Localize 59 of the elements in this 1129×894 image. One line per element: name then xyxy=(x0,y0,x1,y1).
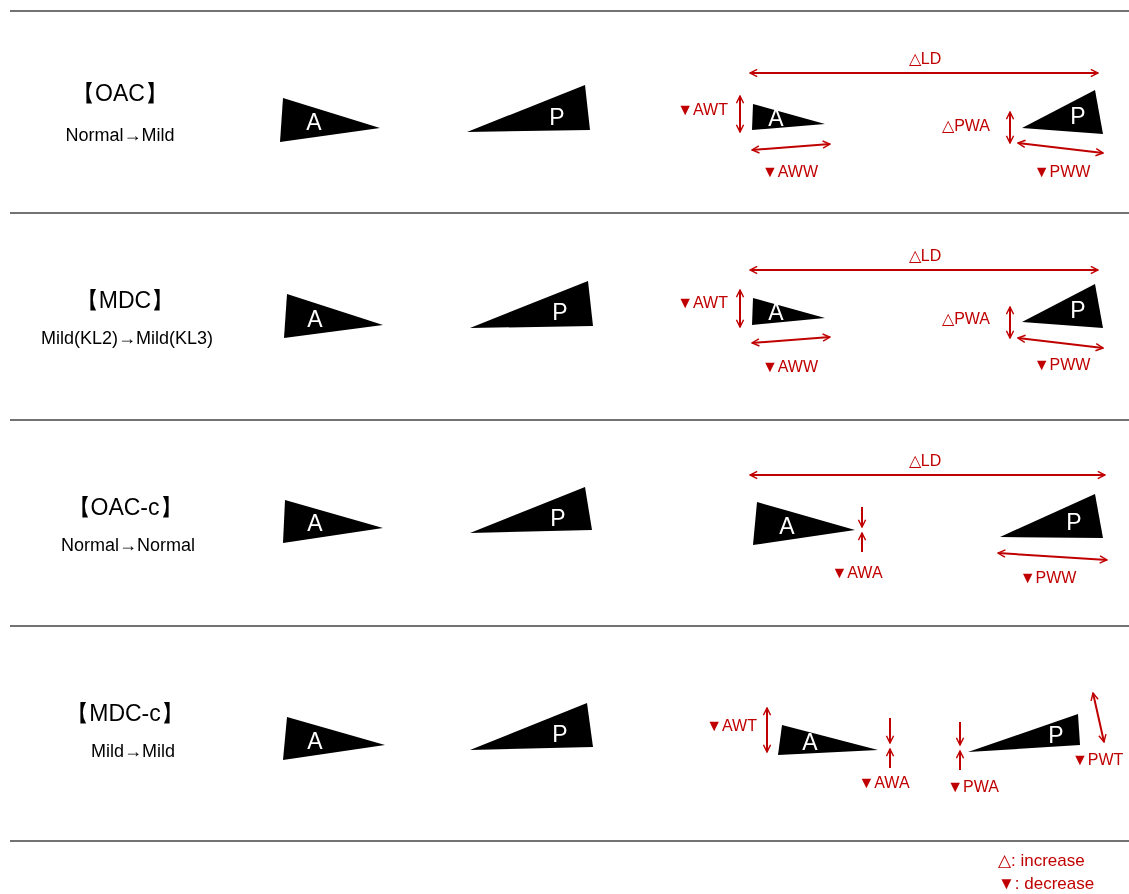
segment-letter: P xyxy=(552,722,568,746)
meniscus-wedge xyxy=(280,98,380,142)
group-heading: 【MDC-c】 xyxy=(66,698,184,728)
meniscus-wedge xyxy=(1022,90,1103,134)
transition-label: Mild(KL2)→Mild(KL3) xyxy=(41,327,213,349)
segment-letter: A xyxy=(779,514,795,538)
segment-letter: A xyxy=(307,729,323,753)
meniscus-wedge xyxy=(283,500,383,543)
measurement-label: ▼AWT xyxy=(677,294,728,312)
measurement-label: ▼PWW xyxy=(1019,569,1077,587)
measurement-label: ▼PWT xyxy=(1072,751,1124,769)
measurement-label: △PWA xyxy=(942,308,990,328)
meniscus-wedge xyxy=(284,294,383,338)
segment-letter: A xyxy=(307,511,323,535)
legend-text: ▼: decrease xyxy=(998,874,1095,894)
measurement-label: ▼PWW xyxy=(1033,163,1091,181)
measurement-label: ▼AWW xyxy=(761,163,819,181)
meniscus-wedge xyxy=(778,725,878,755)
segment-letter: A xyxy=(307,307,323,331)
measurement-label: ▼AWT xyxy=(677,101,728,119)
meniscus-wedge xyxy=(753,502,855,545)
segment-letter: P xyxy=(1066,510,1082,534)
transition-label: Mild→Mild xyxy=(91,740,175,762)
meniscus-wedge xyxy=(968,714,1080,752)
measurement-label: △LD xyxy=(908,245,942,265)
segment-letter: P xyxy=(549,105,565,129)
segment-letter: P xyxy=(1070,104,1086,128)
meniscus-wedge xyxy=(752,298,825,325)
transition-label: Normal→Normal xyxy=(61,534,195,556)
measurement-label: ▼AWT xyxy=(706,717,757,735)
group-heading: 【MDC】 xyxy=(75,285,175,315)
measurement-label: ▼PWW xyxy=(1033,356,1091,374)
group-heading: 【OAC-c】 xyxy=(67,492,183,522)
measurement-label: ▼AWA xyxy=(831,564,883,582)
measurement-label: △PWA xyxy=(942,115,990,135)
meniscus-wedge xyxy=(283,717,385,760)
segment-letter: P xyxy=(552,300,568,324)
measurement-label: △LD xyxy=(908,450,942,470)
meniscus-wedge xyxy=(470,703,593,750)
measurement-label: ▼PWA xyxy=(947,778,999,796)
segment-letter: P xyxy=(1070,298,1086,322)
segment-letter: A xyxy=(306,110,322,134)
segment-letter: A xyxy=(802,730,818,754)
segment-letter: A xyxy=(768,300,784,324)
meniscus-wedge xyxy=(470,281,593,328)
segment-letter: P xyxy=(1048,723,1064,747)
group-heading: 【OAC】 xyxy=(72,78,168,108)
measurement-label: △LD xyxy=(908,48,942,68)
meniscus-wedge xyxy=(1022,284,1103,328)
segment-letter: A xyxy=(768,106,784,130)
meniscus-wedge xyxy=(470,487,592,533)
measurement-label: ▼AWW xyxy=(761,358,819,376)
transition-label: Normal→Mild xyxy=(65,124,175,146)
meniscus-wedge xyxy=(1000,494,1103,538)
meniscus-wedge xyxy=(752,104,825,130)
meniscus-wedge xyxy=(467,85,590,132)
segment-letter: P xyxy=(550,506,566,530)
measurement-label: ▼AWA xyxy=(858,774,910,792)
legend-text: △: increase xyxy=(998,849,1085,871)
